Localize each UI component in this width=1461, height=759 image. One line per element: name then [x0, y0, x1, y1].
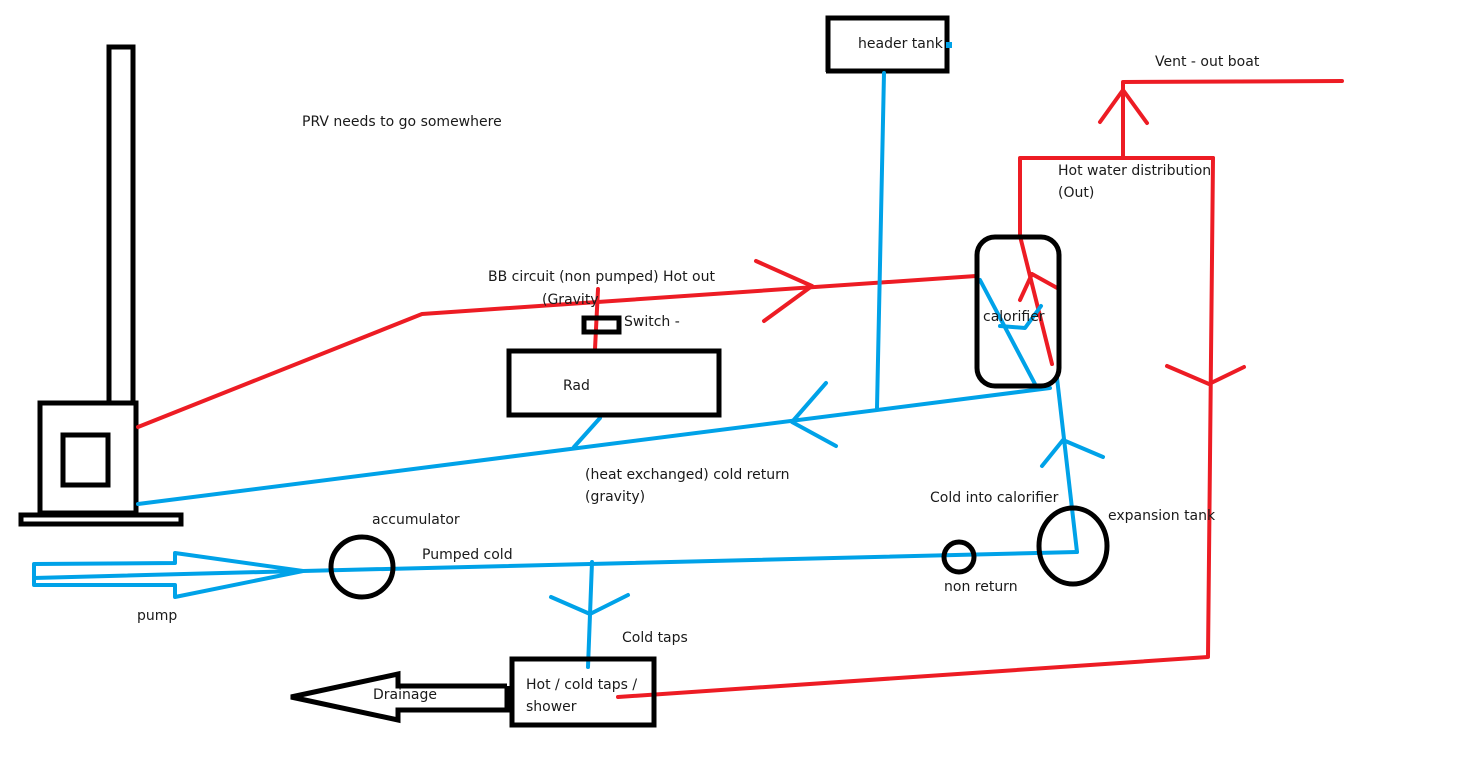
header-tank-feed-line	[875, 71, 886, 410]
expansion-tank	[1036, 505, 1110, 587]
hot-distribution-header-line	[1018, 156, 1215, 238]
pump-arrow	[32, 551, 305, 599]
bb-circuit-label: BB circuit (non pumped) Hot out	[488, 269, 715, 285]
cold-return-label: (heat exchanged) cold return	[585, 467, 790, 483]
stove-body	[37, 400, 139, 516]
header-tank-label: header tank	[858, 36, 944, 52]
cold-into-calorifier-arrow	[1040, 438, 1105, 468]
calorifier-hot-rise-line	[1018, 234, 1054, 366]
header-tank	[825, 15, 952, 74]
shower-label: shower	[526, 699, 577, 715]
prv-note: PRV needs to go somewhere	[302, 114, 502, 130]
taps-label: Hot / cold taps /	[526, 677, 637, 693]
switch-valve	[581, 315, 622, 335]
cold-into-calorifier-line	[1055, 376, 1079, 554]
pumped-cold-label: Pumped cold	[422, 547, 513, 563]
cold-return-arrow	[790, 381, 838, 448]
header-tank-box	[825, 15, 950, 74]
cold-return-line	[136, 386, 1052, 506]
vent-arrow	[1098, 88, 1149, 125]
stove-base	[18, 512, 184, 527]
cold-taps-label: Cold taps	[622, 630, 688, 646]
pumped-cold-line	[301, 550, 1079, 573]
vent-line	[1121, 79, 1344, 160]
drainage-label: Drainage	[373, 687, 437, 703]
non-return-valve	[941, 539, 977, 575]
bb-hot-flow-arrow	[754, 259, 814, 323]
calorifier-hot-arrow	[1018, 272, 1061, 302]
calorifier-label: calorifier	[983, 309, 1045, 325]
accumulator-label: accumulator	[372, 512, 460, 528]
stove-window	[60, 432, 111, 488]
calorifier-coil-arrow	[998, 304, 1043, 330]
non-return-label: non return	[944, 579, 1018, 595]
calorifier	[974, 234, 1062, 389]
header-tank-connector	[946, 42, 952, 48]
cold-taps-arrow	[549, 593, 630, 616]
calorifier-coil-line	[978, 278, 1037, 386]
hot-distribution-out-label: (Out)	[1058, 185, 1094, 201]
pump-inner-line	[32, 569, 302, 580]
rad-label: Rad	[563, 378, 590, 394]
stove	[18, 44, 184, 527]
pump-label: pump	[137, 608, 177, 624]
hot-lines	[136, 79, 1344, 699]
drainage-arrow	[290, 670, 510, 724]
bb-hot-out-line	[136, 274, 978, 429]
hot-to-taps-line	[616, 156, 1215, 699]
vent-label: Vent - out boat	[1155, 54, 1260, 70]
expansion-tank-label: expansion tank	[1108, 508, 1216, 524]
hot-down-arrow	[1165, 364, 1246, 386]
cold-return-gravity-label: (gravity)	[585, 489, 645, 505]
switch-label: Switch -	[624, 314, 680, 330]
cold-into-calorifier-label: Cold into calorifier	[930, 490, 1059, 506]
rad-return-stub	[572, 416, 602, 449]
hot-distribution-label: Hot water distribution	[1058, 163, 1211, 179]
cold-lines	[32, 71, 1105, 669]
radiator	[506, 348, 722, 418]
gravity-hot-label: (Gravity	[542, 292, 599, 308]
accumulator	[328, 534, 396, 600]
stove-chimney	[106, 44, 136, 406]
taps-shower-box	[509, 656, 657, 728]
